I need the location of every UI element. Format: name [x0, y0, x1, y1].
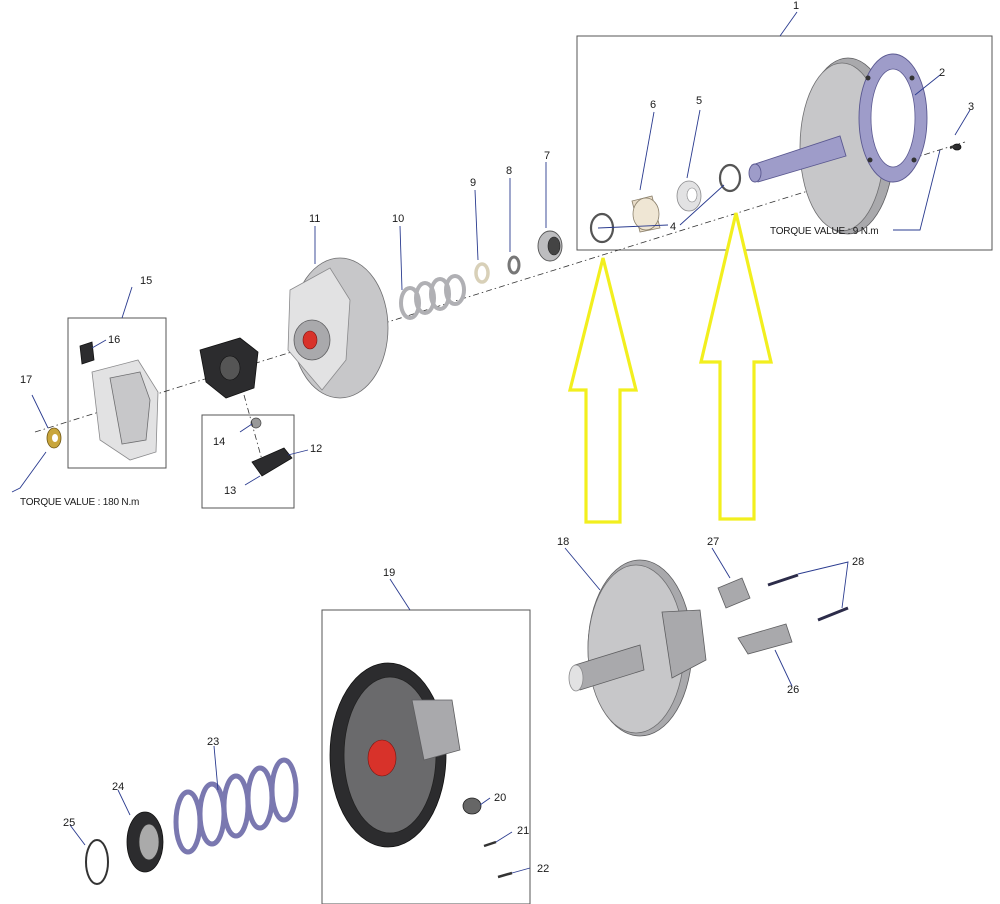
part-17-nut: [46, 427, 62, 449]
part-24-bearing: [126, 811, 164, 873]
callout-9: 9: [470, 177, 476, 189]
leader-lines: [11, 11, 971, 874]
callout-23: 23: [207, 736, 219, 748]
callout-20: 20: [494, 792, 506, 804]
part-21-pin: [483, 840, 497, 848]
callout-15: 15: [140, 275, 152, 287]
torque-note-left: TORQUE VALUE : 180 N.m: [20, 497, 139, 508]
part-25-ring: [85, 839, 109, 885]
part-4-ring-b: [718, 163, 742, 193]
callout-5: 5: [696, 95, 702, 107]
callout-6: 6: [650, 99, 656, 111]
callout-12: 12: [310, 443, 322, 455]
callout-4: 4: [670, 221, 676, 233]
part-23-spring: [173, 757, 299, 855]
callout-11: 11: [309, 213, 320, 225]
callout-14: 14: [213, 436, 225, 448]
callout-22: 22: [537, 863, 549, 875]
callout-16: 16: [108, 334, 120, 346]
callout-2: 2: [939, 67, 945, 79]
callout-18: 18: [557, 536, 569, 548]
callout-8: 8: [506, 165, 512, 177]
part-10-spring: [399, 274, 466, 320]
part-20-bushing: [462, 797, 482, 815]
part-9-washer: [474, 262, 490, 284]
spider-sub-axis: [243, 394, 263, 461]
callout-26: 26: [787, 684, 799, 696]
part-8-washer: [507, 255, 521, 275]
callout-17: 17: [20, 374, 32, 386]
callout-28: 28: [852, 556, 864, 568]
callout-10: 10: [392, 213, 404, 225]
callout-24: 24: [112, 781, 124, 793]
callout-25: 25: [63, 817, 75, 829]
part-6-bushing: [631, 195, 661, 233]
callout-13: 13: [224, 485, 236, 497]
part-16-clip: [79, 341, 95, 365]
part-3-screw: [949, 143, 962, 151]
part-22-pin: [497, 871, 513, 879]
part-12-spider: [199, 337, 259, 399]
part-15-cover: [91, 359, 159, 461]
part-5-sleeve: [676, 180, 702, 212]
part-19-cam: [329, 662, 461, 848]
part-2-ring-plate: [858, 53, 928, 183]
callout-3: 3: [968, 101, 974, 113]
callout-27: 27: [707, 536, 719, 548]
indicator-arrow-left: [567, 257, 639, 524]
callout-7: 7: [544, 150, 550, 162]
callout-21: 21: [517, 825, 529, 837]
indicator-arrow-right: [698, 212, 774, 521]
part-26-slider: [737, 623, 793, 655]
callout-19: 19: [383, 567, 395, 579]
part-12-slider: [251, 447, 293, 477]
callout-1: 1: [793, 0, 799, 12]
part-28-bolts: [767, 573, 849, 622]
part-27-block: [717, 577, 751, 609]
part-11-moving-sheave: [287, 257, 389, 399]
group-frame-19: [321, 609, 531, 904]
part-4-ring-a: [589, 212, 615, 244]
part-18-driven-sheave: [568, 559, 707, 737]
torque-note-top: TORQUE VALUE : 9 N.m: [770, 226, 878, 237]
group-frame-15: [67, 317, 167, 469]
part-14-pin: [250, 417, 262, 429]
part-7-bushing: [537, 230, 563, 262]
group-frame-12-14: [201, 414, 295, 509]
group-frame-1: [576, 35, 993, 251]
